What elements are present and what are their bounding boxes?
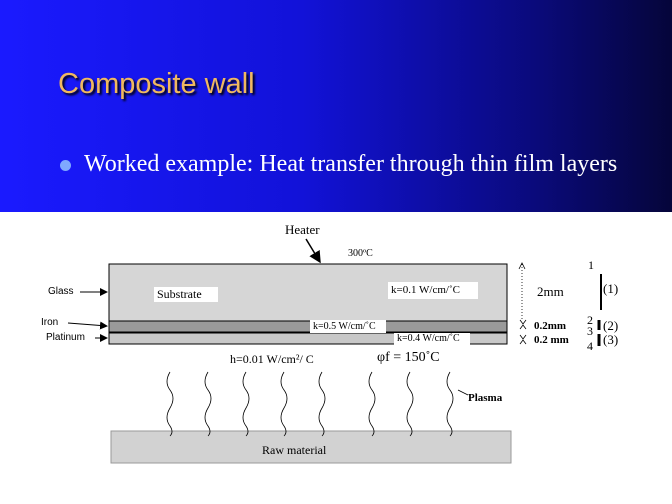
composite-wall-diagram: Heater 300ºC Glass Iron Platinum Substra…	[0, 212, 672, 504]
interface-1: 1	[588, 258, 594, 272]
layer-number-1: (1)	[603, 281, 619, 296]
bullet-dot	[60, 160, 71, 171]
temp-top-label: 300ºC	[348, 248, 373, 259]
slide-title: Composite wall	[58, 68, 255, 100]
bullet-text: Worked example: Heat transfer through th…	[84, 151, 618, 177]
raw-material-block	[110, 430, 512, 464]
h-coefficient-label: h=0.01 W/cm²/ C	[230, 352, 314, 366]
interface-3: 3	[587, 324, 593, 338]
platinum-layer	[108, 332, 508, 345]
thickness-iron-label: 0.2mm	[534, 320, 567, 332]
plasma-label: Plasma	[468, 392, 503, 404]
plasma-arrow	[457, 389, 469, 396]
thickness-glass-label: 2mm	[537, 284, 564, 299]
k-iron-label: k=0.5 W/cm/˚C	[310, 320, 386, 333]
interface-4: 4	[587, 339, 593, 353]
diagram-graphics	[67, 238, 602, 464]
platinum-label: Platinum	[46, 332, 85, 343]
interface-2: 2	[587, 313, 593, 327]
thickness-platinum-label: 0.2 mm	[534, 334, 569, 346]
dim-iron-glyph	[519, 319, 527, 330]
phi-label: φf = 150˚C	[377, 350, 440, 365]
heater-arrow	[305, 238, 321, 264]
layer-number-3: (3)	[603, 332, 619, 347]
k-platinum-label: k=0.4 W/cm/˚C	[394, 333, 470, 345]
iron-arrow	[67, 321, 108, 330]
iron-label: Iron	[41, 317, 59, 328]
k-glass-label: k=0.1 W/cm/˚C	[388, 282, 478, 299]
heater-label: Heater	[285, 222, 320, 237]
iron-layer	[108, 320, 508, 333]
raw-material-label: Raw material	[262, 443, 327, 457]
layer-number-2: (2)	[603, 318, 619, 333]
dim-platinum-glyph	[519, 334, 527, 345]
substrate-label: Substrate	[154, 287, 218, 302]
plasma-waves	[166, 371, 454, 437]
glass-label: Glass	[48, 286, 74, 297]
